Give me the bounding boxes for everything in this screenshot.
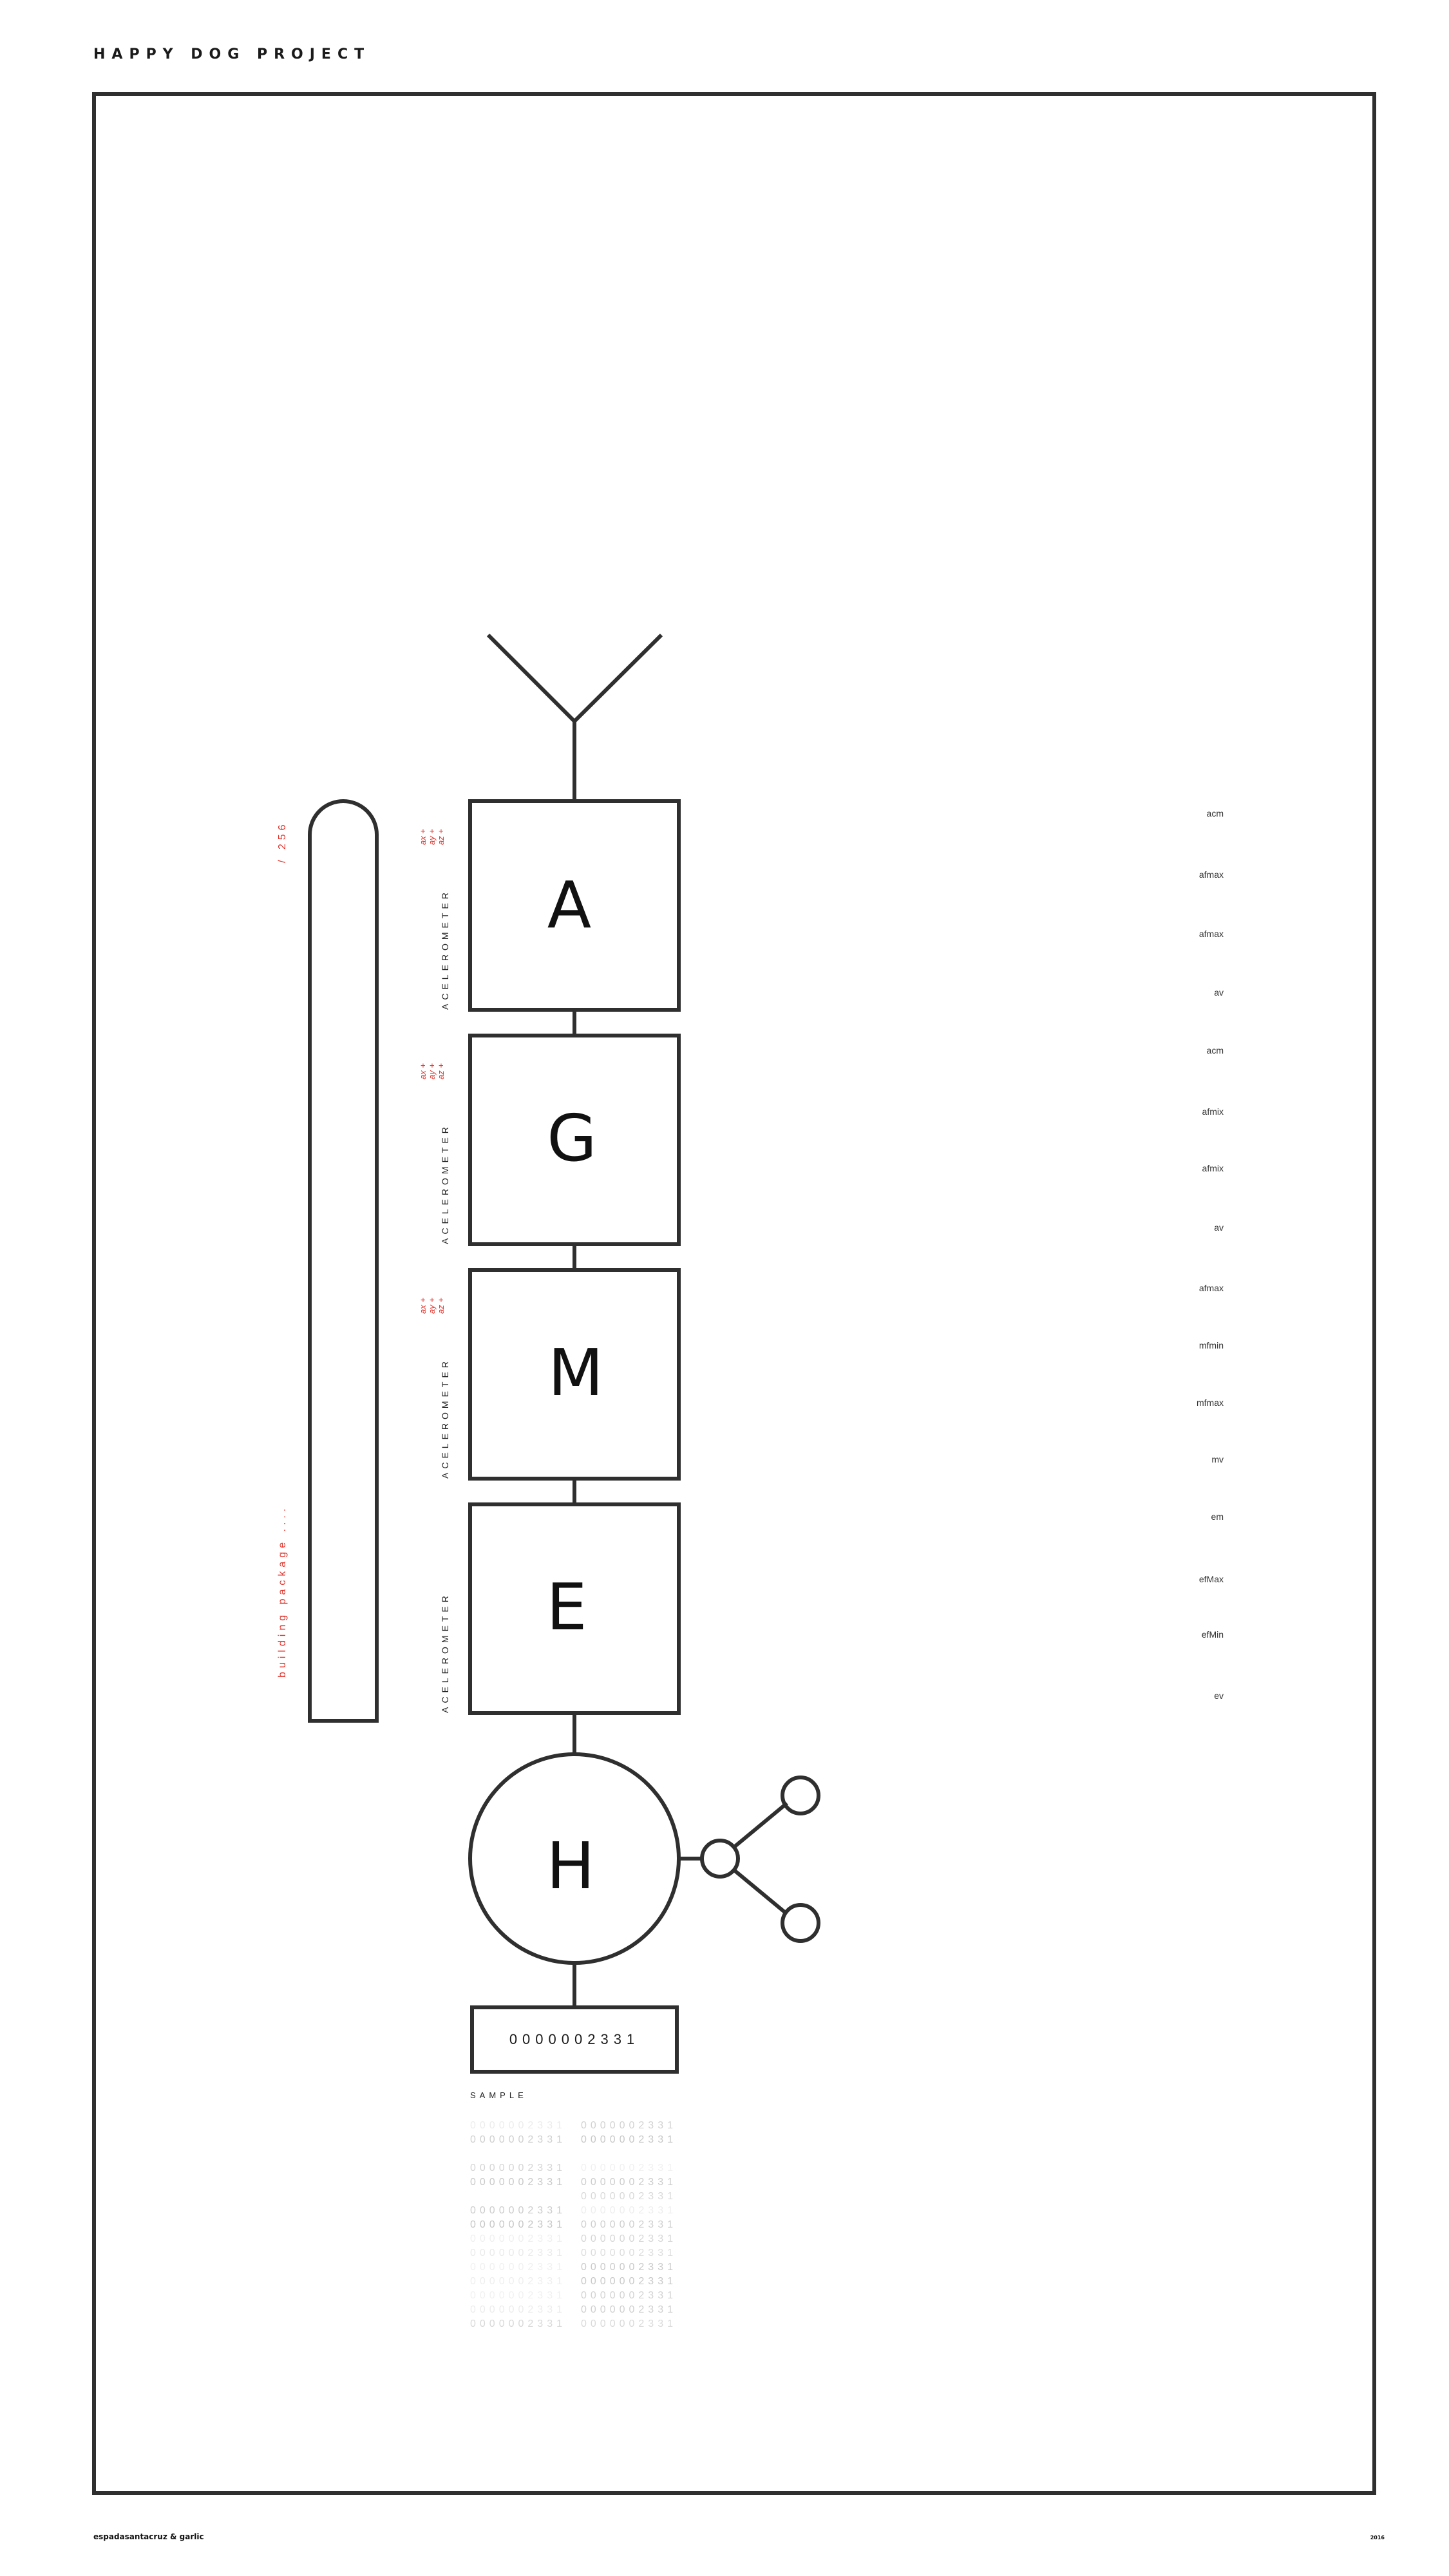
- sample-counter: 0000002331: [470, 2005, 679, 2074]
- sample-row: [470, 2190, 566, 2204]
- sample-row: 0000002331: [581, 2304, 677, 2315]
- block-m-axes: ax +ay +az +: [418, 1298, 446, 1314]
- metric-item: mv: [1211, 1454, 1224, 1464]
- block-a-label: ACELEROMETER: [440, 889, 450, 1010]
- axis-z: az +: [436, 1063, 446, 1079]
- axis-y: ay +: [427, 829, 437, 845]
- sample-row: 0000002331: [581, 2177, 677, 2188]
- metric-item: efMax: [1198, 1574, 1224, 1584]
- block-a-axes: ax +ay +az +: [418, 829, 446, 845]
- metric-item: av: [1214, 1222, 1224, 1233]
- sample-column-2: 0000002331 0000002331 0000002331 0000002…: [581, 2119, 677, 2331]
- axis-y: ay +: [427, 1063, 437, 1079]
- axis-x: ax +: [418, 1298, 428, 1314]
- network-node-upper: [781, 1776, 820, 1815]
- sample-row: 0000002331: [581, 2262, 677, 2273]
- block-m-letter: M: [548, 1335, 603, 1410]
- sample-row: 0000002331: [470, 2276, 566, 2287]
- progress-capsule: [308, 799, 379, 1723]
- axis-z: az +: [436, 1298, 446, 1314]
- sample-label: SAMPLE: [470, 2090, 527, 2100]
- sample-row: 0000002331: [470, 2177, 566, 2188]
- sample-row: [470, 2147, 566, 2161]
- metric-item: acm: [1206, 1045, 1224, 1056]
- metric-item: av: [1214, 987, 1224, 998]
- sample-row: 0000002331: [470, 2120, 566, 2131]
- block-e-label: ACELEROMETER: [440, 1592, 450, 1713]
- footer-year: 2016: [1370, 2535, 1385, 2541]
- hub-letter: H: [546, 1828, 594, 1904]
- axis-z: az +: [436, 829, 446, 845]
- sample-row: 0000002331: [581, 2134, 677, 2145]
- sample-row: 0000002331: [581, 2318, 677, 2329]
- sample-row: 0000002331: [470, 2219, 566, 2230]
- sample-row: 0000002331: [470, 2318, 566, 2329]
- sample-row: 0000002331: [581, 2290, 677, 2301]
- sample-column-1: 0000002331 0000002331 0000002331 0000002…: [470, 2119, 566, 2331]
- sample-row: [581, 2147, 677, 2161]
- network-node-center: [700, 1839, 740, 1879]
- sample-row: 0000002331: [581, 2205, 677, 2216]
- antenna-right-arm: [573, 633, 663, 723]
- metric-item: afmax: [1198, 869, 1224, 880]
- metric-item: mfmin: [1198, 1340, 1224, 1350]
- network-link-lower: [733, 1868, 788, 1916]
- network-node-lower: [781, 1903, 820, 1943]
- block-g: [468, 1034, 681, 1246]
- page-title: HAPPY DOG PROJECT: [93, 46, 371, 62]
- block-a-letter: A: [547, 867, 591, 943]
- block-m-label: ACELEROMETER: [440, 1358, 450, 1479]
- block-e-letter: E: [546, 1569, 587, 1645]
- block-m: [468, 1268, 681, 1481]
- build-status: building package ....: [277, 1504, 288, 1678]
- sample-row: 0000002331: [470, 2233, 566, 2244]
- sample-row: 0000002331: [581, 2276, 677, 2287]
- sample-row: 0000002331: [470, 2163, 566, 2174]
- metric-item: mfmax: [1197, 1397, 1224, 1408]
- metric-item: em: [1211, 1511, 1224, 1522]
- sample-row: 0000002331: [470, 2290, 566, 2301]
- axis-y: ay +: [427, 1298, 437, 1314]
- sample-row: 0000002331: [581, 2219, 677, 2230]
- sample-row: 0000002331: [470, 2304, 566, 2315]
- metric-item: acm: [1206, 808, 1224, 819]
- poster-frame: [92, 92, 1376, 2495]
- metric-item: efMin: [1201, 1629, 1224, 1640]
- package-count: / 256: [277, 820, 288, 863]
- metric-item: afmix: [1202, 1163, 1224, 1173]
- sample-row: 0000002331: [581, 2120, 677, 2131]
- sample-row: 0000002331: [470, 2205, 566, 2216]
- footer-credits: espadasantacruz & garlic: [93, 2532, 204, 2541]
- block-g-letter: G: [547, 1101, 597, 1176]
- metric-item: afmax: [1198, 1283, 1224, 1293]
- block-g-axes: ax +ay +az +: [418, 1063, 446, 1079]
- metric-item: afmix: [1202, 1106, 1224, 1117]
- axis-x: ax +: [418, 829, 428, 845]
- axis-x: ax +: [418, 1063, 428, 1079]
- sample-row: 0000002331: [581, 2233, 677, 2244]
- block-a: [468, 799, 681, 1012]
- metric-item: ev: [1214, 1690, 1224, 1701]
- block-e: [468, 1502, 681, 1715]
- sample-row: 0000002331: [581, 2163, 677, 2174]
- sample-row: 0000002331: [581, 2248, 677, 2259]
- metric-item: afmax: [1198, 929, 1224, 939]
- sample-row: 0000002331: [470, 2262, 566, 2273]
- antenna-left-arm: [486, 633, 576, 723]
- block-g-label: ACELEROMETER: [440, 1123, 450, 1244]
- sample-row: 0000002331: [581, 2191, 677, 2202]
- network-link-upper: [733, 1801, 788, 1849]
- sample-row: 0000002331: [470, 2248, 566, 2259]
- sample-row: 0000002331: [470, 2134, 566, 2145]
